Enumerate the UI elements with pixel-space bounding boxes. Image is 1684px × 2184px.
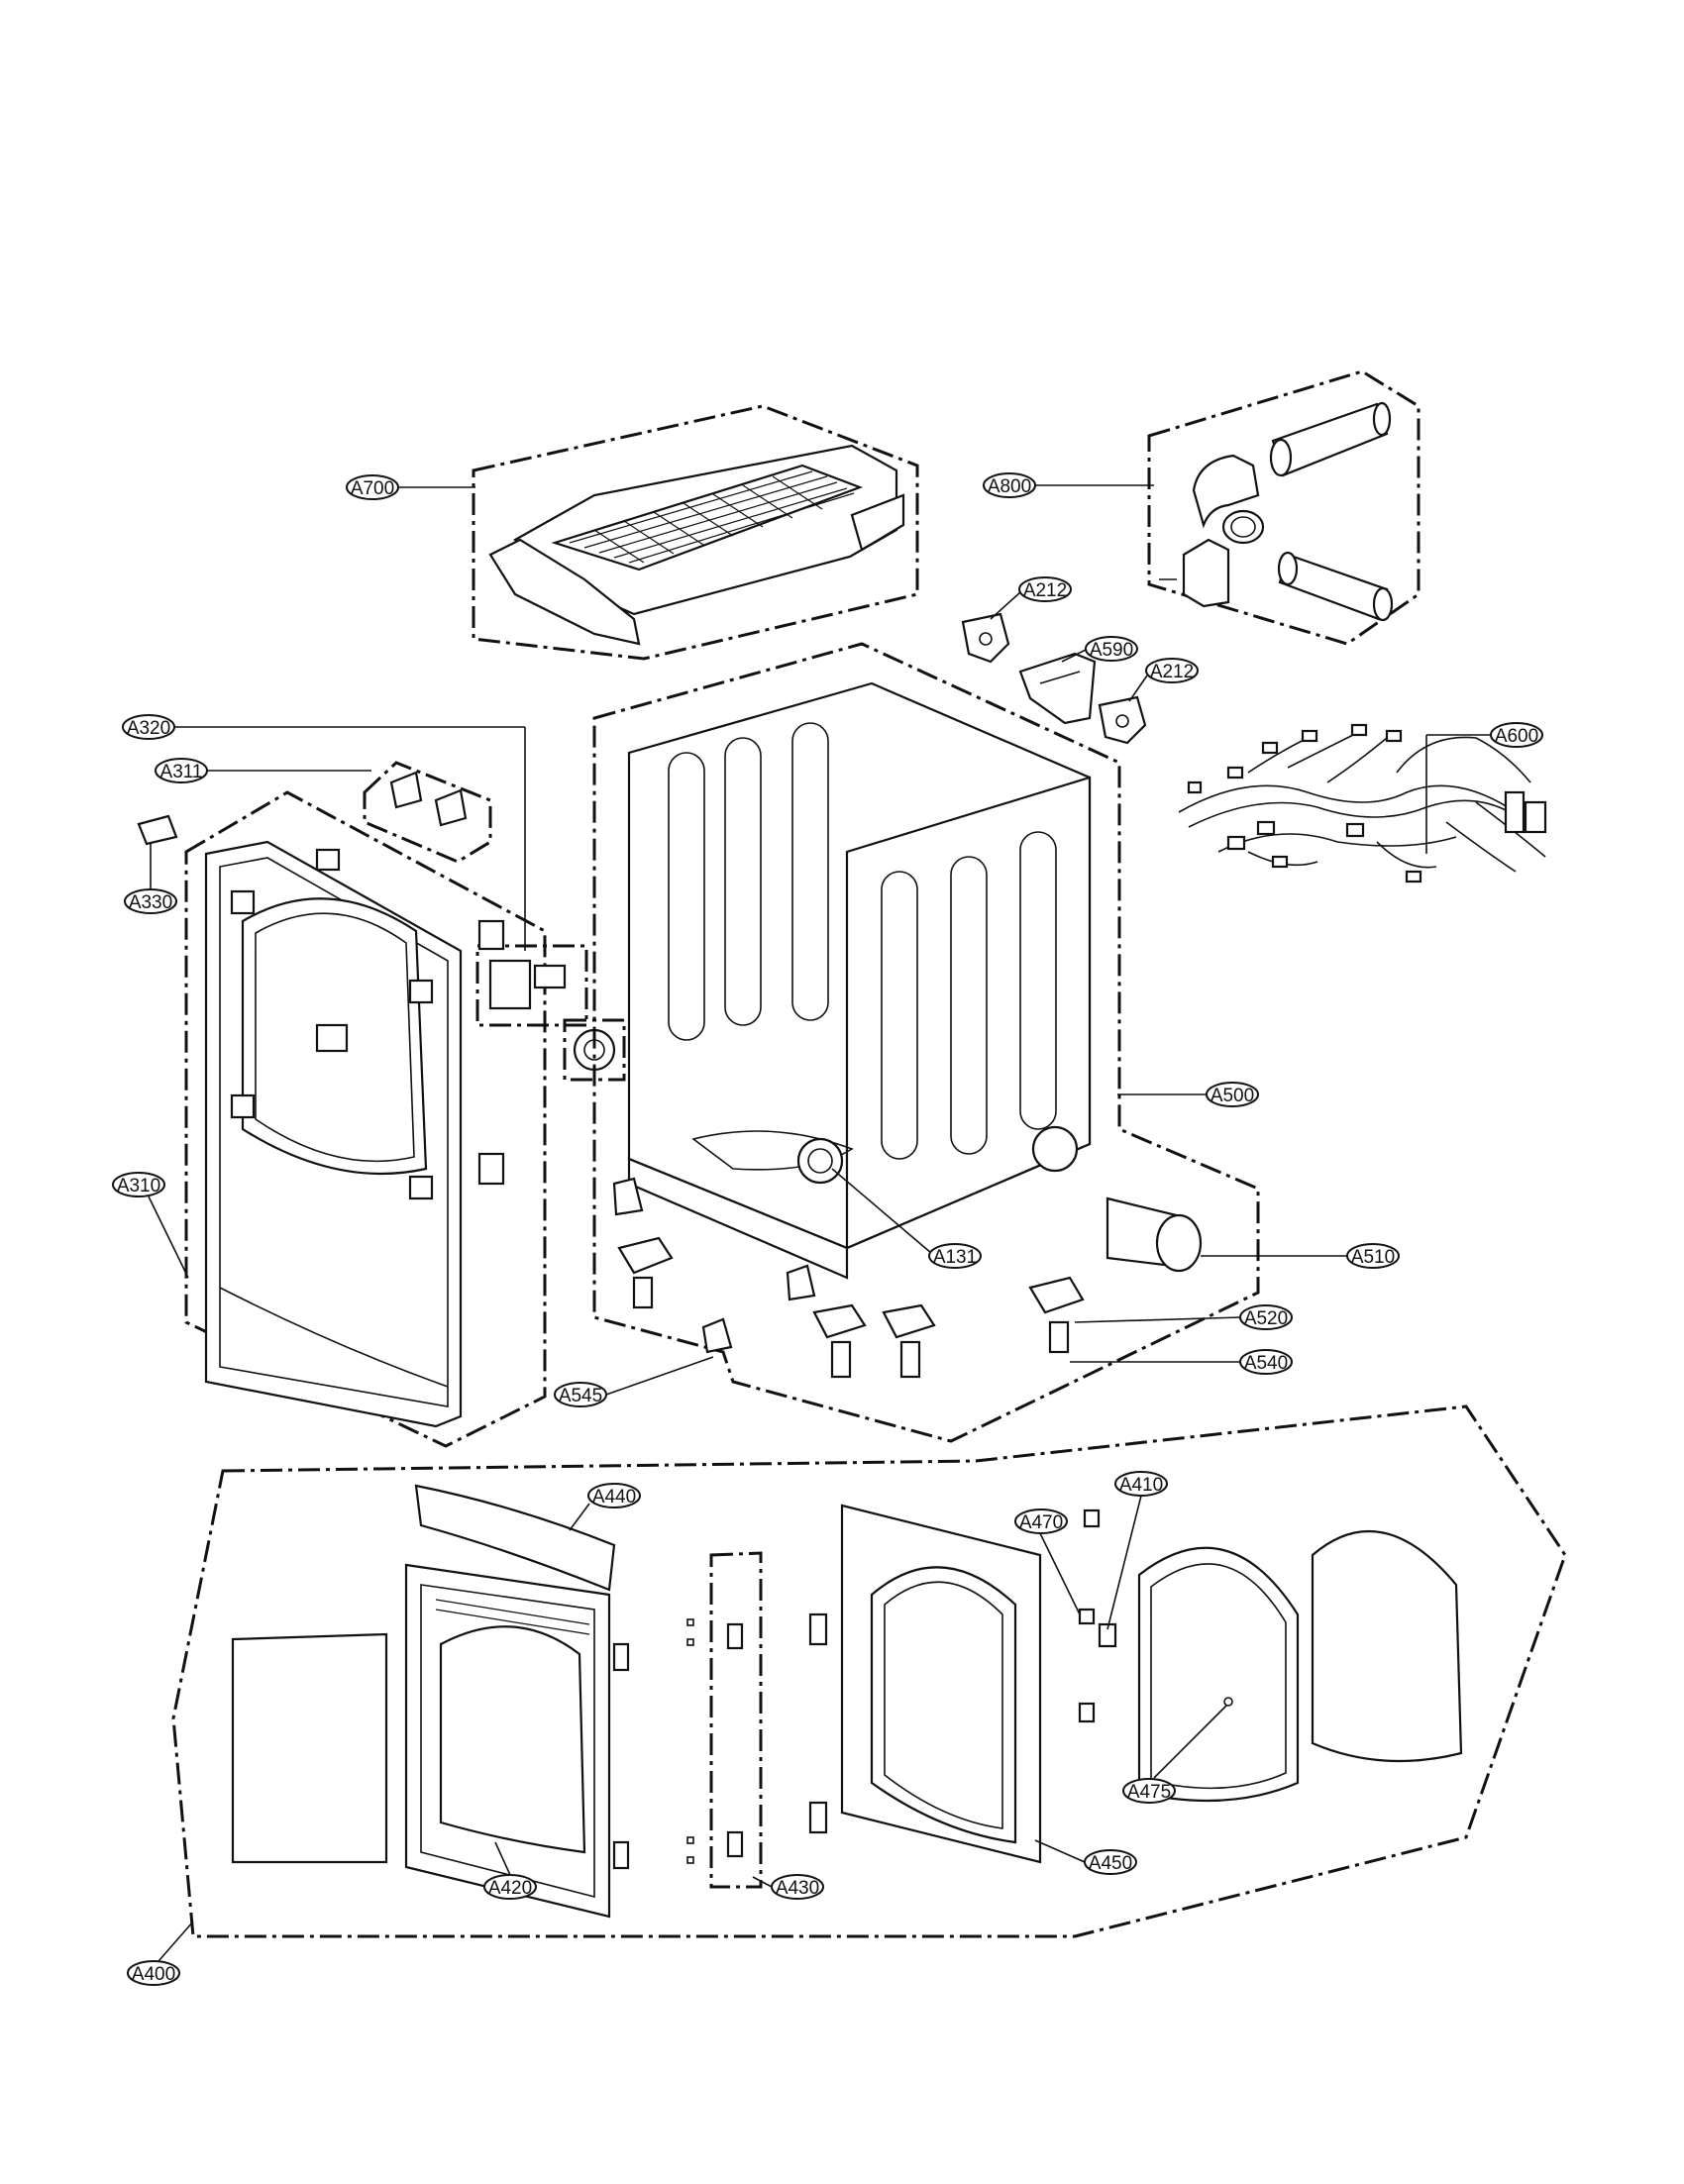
cabinet xyxy=(627,681,1092,1280)
a520-label: A520 xyxy=(1244,1308,1288,1329)
small-parts-a410-a470 xyxy=(1078,1508,1117,1723)
exhaust-a510 xyxy=(1105,1196,1203,1273)
wire-harness: A600 xyxy=(1178,722,1547,884)
leveling-feet xyxy=(612,1177,1085,1379)
a510-label: A510 xyxy=(1351,1247,1395,1268)
door-switch xyxy=(488,959,567,1010)
clip-a330 xyxy=(137,814,178,846)
a330-callout: A330 xyxy=(124,844,177,914)
a540-callout: A540 xyxy=(1070,1349,1293,1375)
a470-callout: A470 xyxy=(1014,1508,1081,1615)
a420-label: A420 xyxy=(488,1878,532,1899)
a212-right-label: A212 xyxy=(1150,662,1194,682)
door-panel-outer xyxy=(231,1632,388,1864)
a590-label: A590 xyxy=(1090,640,1133,661)
a500-callout: A500 xyxy=(1117,1082,1259,1107)
a510-callout: A510 xyxy=(1201,1243,1400,1269)
a520-callout: A520 xyxy=(1074,1304,1293,1330)
thermostat-right: A212 xyxy=(1098,658,1199,745)
door-glass xyxy=(1311,1530,1463,1763)
door-assembly-group: A440 A470 A410 A420 A430 A450 xyxy=(127,1404,1567,1986)
cabinet-group: A500 A131 A510 A520 A540 A545 xyxy=(554,642,1400,1443)
a545-callout: A545 xyxy=(554,1356,714,1407)
a475-callout: A475 xyxy=(1122,1705,1227,1804)
a310-callout: A310 xyxy=(112,1172,189,1279)
a420-callout: A420 xyxy=(483,1841,537,1900)
a320-label: A320 xyxy=(127,718,170,739)
a310-label: A310 xyxy=(117,1176,160,1196)
hinge-pair xyxy=(389,771,468,827)
inner-door-a450 xyxy=(808,1504,1042,1864)
a700-callout: A700 xyxy=(346,474,475,500)
a131-label: A131 xyxy=(933,1247,977,1268)
a320-callout: A320 xyxy=(122,714,526,951)
a700-label: A700 xyxy=(351,478,394,499)
bracket-a590: A590 xyxy=(1018,636,1138,725)
front-panel xyxy=(204,840,505,1428)
a430-callout: A430 xyxy=(752,1874,824,1900)
front-panel-group: A320 A311 A330 A310 xyxy=(112,714,626,1448)
door-frame-a420 xyxy=(404,1563,630,1919)
a470-label: A470 xyxy=(1019,1512,1063,1533)
a410-callout: A410 xyxy=(1106,1471,1168,1630)
a400-callout: A400 xyxy=(127,1921,194,1986)
a311-label: A311 xyxy=(160,762,203,782)
a450-callout: A450 xyxy=(1034,1839,1137,1875)
top-cover-part xyxy=(488,444,905,646)
a410-label: A410 xyxy=(1119,1475,1163,1496)
gasket-a475 xyxy=(1137,1546,1300,1803)
a545-label: A545 xyxy=(559,1386,602,1406)
duct-group: A800 xyxy=(983,369,1421,646)
a600-label: A600 xyxy=(1495,726,1538,747)
door-handle-a440 xyxy=(414,1484,616,1592)
a400-label: A400 xyxy=(132,1964,175,1985)
a800-callout: A800 xyxy=(983,472,1154,498)
a800-label: A800 xyxy=(988,476,1031,497)
a440-callout: A440 xyxy=(569,1483,641,1531)
a212-left-label: A212 xyxy=(1023,580,1067,601)
a430-label: A430 xyxy=(776,1878,819,1899)
top-cover-group: A700 xyxy=(346,404,919,661)
a500-label: A500 xyxy=(1210,1086,1254,1106)
thermostat-left: A212 xyxy=(961,576,1072,664)
hinge-strip-a430 xyxy=(686,1551,763,1889)
duct-parts xyxy=(1159,401,1394,622)
a131-callout: A131 xyxy=(831,1168,982,1269)
a311-callout: A311 xyxy=(155,758,371,783)
a440-label: A440 xyxy=(592,1487,636,1508)
a330-label: A330 xyxy=(129,892,172,913)
a475-label: A475 xyxy=(1127,1782,1171,1803)
a540-label: A540 xyxy=(1244,1353,1288,1374)
a450-label: A450 xyxy=(1089,1853,1132,1874)
